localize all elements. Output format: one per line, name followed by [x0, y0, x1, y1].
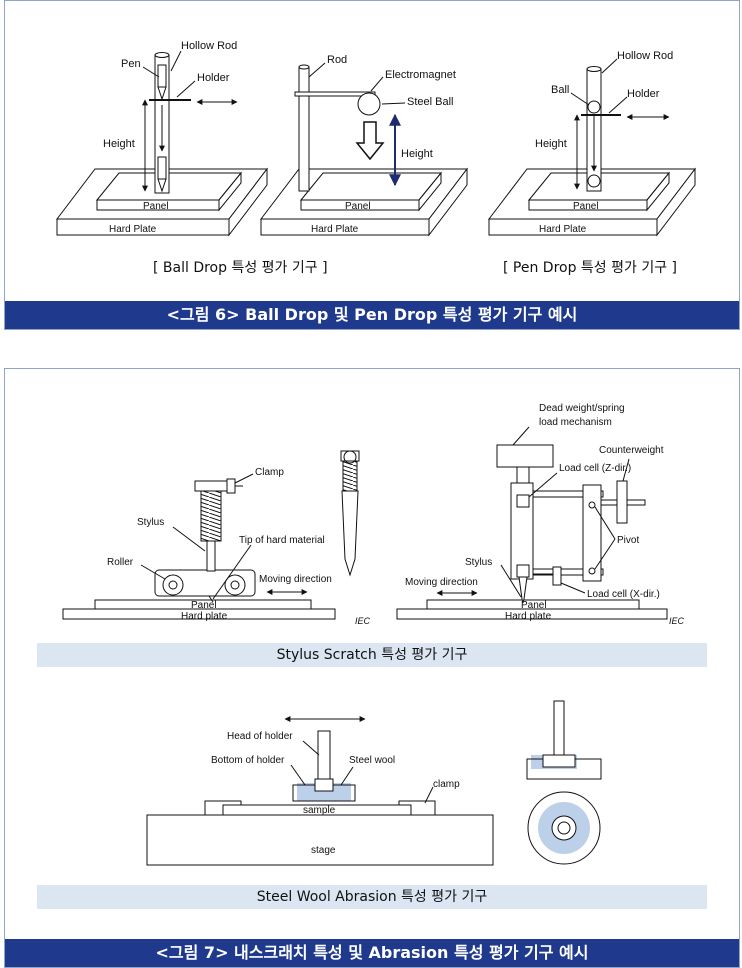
figure-6-panel: Panel Hard Plate Pen Hollow Rod Hold: [4, 0, 740, 330]
label-electromagnet: Electromagnet: [385, 69, 456, 81]
panel: [94, 599, 312, 610]
label-moving-direction: Moving direction: [405, 577, 478, 588]
label-sample: sample: [303, 805, 336, 816]
stylus-scratch-rig-right: Panel Hard plate IEC Moving: [396, 403, 685, 626]
stylus: [518, 576, 528, 604]
label-height: Height: [401, 148, 433, 160]
pen-top: [157, 64, 167, 88]
label-hard-plate: Hard plate: [505, 611, 552, 622]
ball-bottom: [587, 174, 601, 188]
stylus-shaft: [206, 540, 216, 572]
figure-7-caption: <그림 7> 내스크래치 특성 및 Abrasion 특성 평가 기구 예시: [5, 939, 739, 967]
label-stylus: Stylus: [465, 557, 492, 568]
arm: [294, 91, 376, 97]
clamp-screw: [226, 478, 236, 494]
label-height: Height: [535, 138, 567, 150]
label-hollow-rod: Hollow Rod: [617, 50, 673, 62]
label-hard-plate: Hard plate: [181, 611, 228, 622]
label-pivot: Pivot: [617, 535, 639, 546]
label-load-cell-x: Load cell (X-dir.): [587, 589, 660, 600]
label-moving-direction: Moving direction: [259, 574, 332, 585]
figure-6-diagram: Panel Hard Plate Pen Hollow Rod Hold: [55, 40, 697, 237]
panel: [426, 599, 640, 610]
ball-drop-caption: [ Ball Drop 특성 평가 기구 ]: [153, 260, 328, 276]
label-rod: Rod: [327, 54, 347, 66]
steel-ball: [357, 92, 381, 116]
label-height: Height: [103, 138, 135, 150]
label-roller: Roller: [107, 557, 134, 568]
frame-right-post: [582, 484, 602, 582]
label-stage: stage: [311, 845, 336, 856]
label-ball: Ball: [551, 84, 569, 96]
label-head-of-holder: Head of holder: [227, 731, 293, 742]
sample: [222, 804, 412, 816]
label-tip: Tip of hard material: [239, 535, 325, 546]
label-steel-ball: Steel Ball: [407, 96, 453, 108]
label-panel: Panel: [191, 600, 217, 611]
label-hard-plate: Hard Plate: [311, 224, 359, 235]
stylus-scratch-rig-left: Panel Hard plate IEC Moving direction: [62, 450, 371, 626]
pen-drop-caption: [ Pen Drop 특성 평가 기구 ]: [503, 260, 678, 276]
rod: [298, 66, 310, 192]
label-stylus: Stylus: [137, 517, 164, 528]
label-hard-plate: Hard Plate: [109, 224, 157, 235]
pen-bottom: [157, 156, 167, 180]
pivot-top: [588, 501, 596, 509]
load-cell-x: [552, 566, 562, 586]
holder-head: [317, 730, 331, 780]
label-pen: Pen: [121, 58, 141, 70]
label-holder: Holder: [627, 88, 660, 100]
stylus-tip: [341, 490, 359, 577]
figure-7-panel: Panel Hard plate IEC Moving direction: [4, 368, 740, 968]
steel-wool-caption: Steel Wool Abrasion 특성 평가 기구: [37, 885, 707, 909]
steel-wool-pad: [297, 783, 351, 801]
ball-top: [587, 100, 601, 114]
label-counterweight: Counterweight: [599, 445, 664, 456]
label-hollow-rod: Hollow Rod: [181, 40, 237, 52]
label-iec: IEC: [355, 616, 371, 626]
dead-weight: [496, 444, 554, 468]
stage: [146, 814, 494, 866]
label-panel: Panel: [345, 201, 371, 212]
label-hard-plate: Hard Plate: [539, 224, 587, 235]
label-dead-weight-1: Dead weight/spring: [539, 403, 625, 414]
figure-6-caption: <그림 6> Ball Drop 및 Pen Drop 특성 평가 기구 예시: [5, 301, 739, 329]
label-iec: IEC: [669, 616, 685, 626]
label-panel: Panel: [521, 600, 547, 611]
label-load-cell-z: Load cell (Z-dir.): [559, 463, 631, 474]
label-dead-weight-2: load mechanism: [539, 417, 612, 428]
label-bottom-of-holder: Bottom of holder: [211, 755, 285, 766]
figure-7-diagram: Panel Hard plate IEC Moving direction: [62, 403, 685, 866]
pen-drop-rig-left: Panel Hard Plate Pen Hollow Rod Hold: [55, 40, 269, 237]
label-clamp: Clamp: [255, 467, 284, 478]
stylus-scratch-caption: Stylus Scratch 특성 평가 기구: [37, 643, 707, 667]
label-holder: Holder: [197, 72, 230, 84]
label-panel: Panel: [143, 201, 169, 212]
spring: [200, 490, 222, 542]
counterweight: [616, 480, 628, 524]
drop-arrow: [355, 121, 385, 161]
ball-drop-rig: Panel Hard Plate Rod Electromagnet Steel…: [259, 54, 469, 237]
label-clamp: clamp: [433, 779, 460, 790]
label-steel-wool: Steel wool: [349, 755, 395, 766]
label-panel: Panel: [573, 201, 599, 212]
steel-wool-rig: stage sample Head of holder Bottom of ho…: [146, 700, 602, 866]
load-cell-z: [516, 494, 530, 508]
pen-drop-rig-right: Panel Hard Plate Ball Hollow Rod Holder …: [487, 50, 697, 237]
